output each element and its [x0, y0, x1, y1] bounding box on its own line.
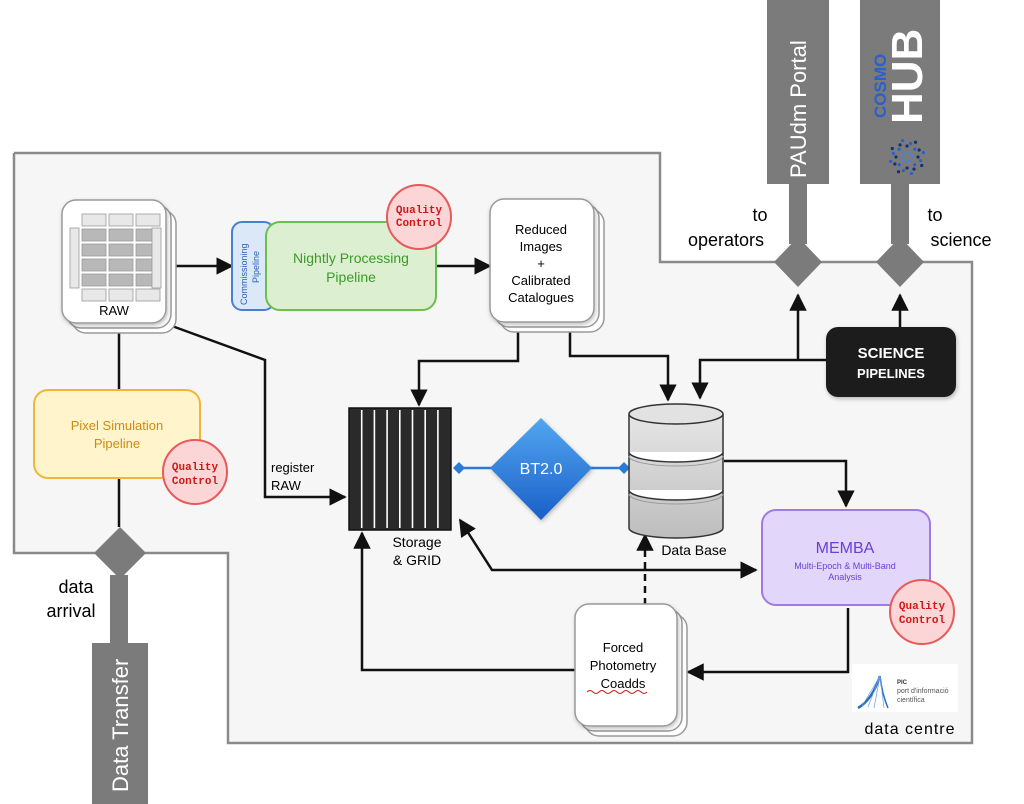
- svg-text:científica: científica: [897, 697, 925, 704]
- data-arrival-junction: [94, 527, 146, 579]
- data-arrival-label: data arrival: [46, 577, 95, 621]
- svg-text:Photometry: Photometry: [590, 658, 657, 673]
- svg-text:Catalogues: Catalogues: [508, 290, 574, 305]
- storage-grid-node[interactable]: Storage & GRID: [348, 407, 452, 568]
- connectors: [117, 257, 909, 681]
- svg-text:BT2.0: BT2.0: [520, 461, 563, 478]
- register-raw-label: register RAW: [271, 460, 315, 493]
- science-junction: [876, 237, 924, 287]
- paudm-portal[interactable]: PAUdm Portal: [767, 0, 829, 244]
- svg-text:to: to: [752, 205, 767, 225]
- raw-label: RAW: [99, 303, 130, 318]
- paudm-portal-label: PAUdm Portal: [786, 40, 811, 178]
- svg-text:Pipeline: Pipeline: [94, 436, 140, 451]
- svg-text:Pipeline: Pipeline: [326, 269, 376, 285]
- pixel-simulation-node[interactable]: Pixel Simulation Pipeline: [33, 389, 201, 479]
- svg-text:port d'informació: port d'informació: [897, 688, 949, 695]
- bt2-node[interactable]: BT2.0: [490, 418, 592, 520]
- svg-text:register: register: [271, 460, 315, 475]
- svg-text:Nightly Processing: Nightly Processing: [293, 250, 409, 266]
- svg-text:to: to: [927, 205, 942, 225]
- nightly-quality-control-badge: Quality Control: [386, 184, 452, 250]
- svg-text:& GRID: & GRID: [393, 552, 441, 568]
- pic-logo: PIC port d'informació científica: [852, 664, 958, 712]
- svg-text:Commissioning: Commissioning: [239, 243, 249, 305]
- nightly-processing-node[interactable]: Nightly Processing Pipeline: [265, 221, 437, 311]
- svg-text:Analysis: Analysis: [828, 572, 862, 582]
- data-transfer-label: Data Transfer: [108, 659, 133, 792]
- svg-text:Reduced: Reduced: [515, 222, 567, 237]
- svg-text:Calibrated: Calibrated: [511, 273, 570, 288]
- data-centre-label: data centre: [864, 721, 955, 738]
- data-transfer-pipe: Data Transfer: [92, 575, 148, 804]
- svg-text:Multi-Epoch & Multi-Band: Multi-Epoch & Multi-Band: [794, 561, 896, 571]
- svg-text:data: data: [58, 577, 94, 597]
- svg-text:+: +: [537, 256, 545, 271]
- svg-text:Quality: Quality: [396, 205, 443, 217]
- raw-node[interactable]: RAW: [61, 199, 177, 334]
- operators-junction: [774, 237, 822, 287]
- memba-node[interactable]: MEMBA Multi-Epoch & Multi-Band Analysis: [761, 509, 931, 606]
- svg-text:Control: Control: [396, 218, 443, 230]
- svg-text:Control: Control: [899, 615, 946, 627]
- to-science-label: to science: [927, 205, 991, 250]
- reduced-images-node[interactable]: Reduced Images + Calibrated Catalogues: [489, 198, 605, 333]
- svg-text:Quality: Quality: [899, 601, 946, 613]
- cosmohub-small-label: COSMO: [871, 54, 890, 118]
- svg-text:Pipeline: Pipeline: [251, 251, 261, 283]
- science-pipelines-node[interactable]: SCIENCE PIPELINES: [826, 327, 956, 397]
- svg-text:operators: operators: [688, 230, 764, 250]
- storage-rack-lines: [360, 410, 439, 528]
- svg-text:arrival: arrival: [46, 601, 95, 621]
- svg-text:SCIENCE: SCIENCE: [858, 345, 925, 362]
- svg-text:Images: Images: [520, 239, 563, 254]
- memba-quality-control-badge: Quality Control: [889, 579, 955, 645]
- database-node[interactable]: Data Base: [628, 403, 727, 558]
- svg-text:Pixel Simulation: Pixel Simulation: [71, 418, 164, 433]
- pixel-quality-control-badge: Quality Control: [162, 439, 228, 505]
- svg-text:PIPELINES: PIPELINES: [857, 366, 925, 381]
- svg-text:Coadds: Coadds: [601, 676, 646, 691]
- svg-text:Control: Control: [172, 476, 219, 488]
- svg-text:Quality: Quality: [172, 462, 219, 474]
- svg-text:science: science: [930, 230, 991, 250]
- commissioning-pipeline-node[interactable]: Commissioning Pipeline: [231, 221, 275, 311]
- cosmohub-network-icon: [888, 138, 926, 176]
- to-operators-label: to operators: [688, 205, 768, 250]
- svg-text:RAW: RAW: [271, 478, 302, 493]
- svg-text:PIC: PIC: [897, 680, 908, 686]
- forced-photometry-node[interactable]: Forced Photometry Coadds: [574, 603, 688, 737]
- svg-text:Storage: Storage: [392, 534, 441, 550]
- cosmohub-portal[interactable]: COSMO HUB: [860, 0, 940, 244]
- ccd-mosaic-icon: [69, 213, 162, 302]
- svg-text:Forced: Forced: [603, 640, 643, 655]
- svg-text:Data Base: Data Base: [661, 542, 727, 558]
- svg-text:MEMBA: MEMBA: [816, 540, 875, 557]
- cosmohub-big-label: HUB: [883, 29, 932, 124]
